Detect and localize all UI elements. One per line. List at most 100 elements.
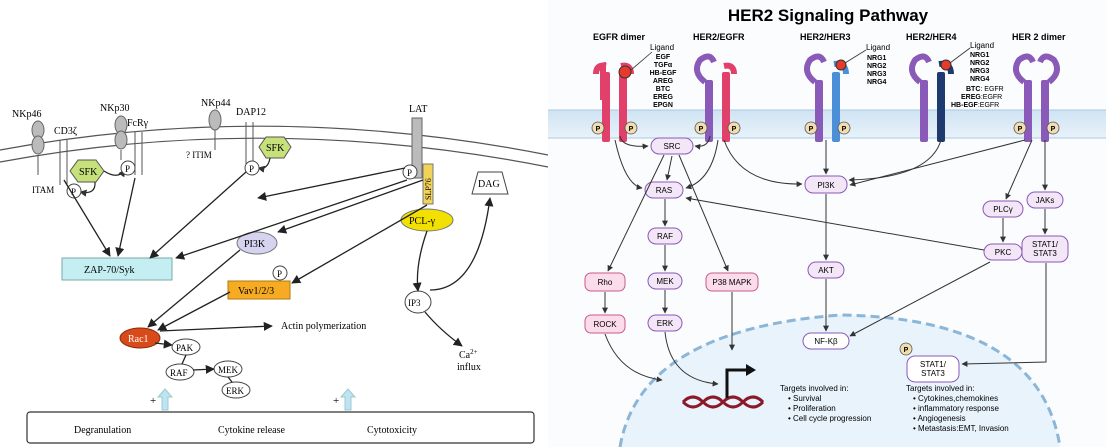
node-mek-label: MEK — [656, 277, 674, 286]
nkp46-receptor: NKp46 — [12, 109, 45, 175]
sfk-right — [258, 136, 292, 159]
node-erk — [647, 314, 683, 332]
her3-ligand-2: NRG3 — [867, 71, 887, 78]
node-pi3k-label: PI3K — [817, 181, 835, 190]
hdr-egfr-dimer: EGFR dimer — [593, 32, 646, 42]
nkp30-label: NKp30 — [100, 103, 129, 114]
node-rho — [584, 272, 626, 292]
vav-box — [227, 280, 291, 300]
erk-left-node — [221, 381, 251, 399]
targets-right-heading: Targets involved in: — [906, 384, 974, 393]
itim-label: ? ITIM — [186, 150, 212, 160]
her4-ligand-1: NRG2 — [970, 60, 990, 67]
dap12-label: DAP12 — [236, 107, 266, 118]
sfk-left-label: SFK — [79, 167, 98, 178]
p-r3: P — [699, 126, 704, 133]
targets-left-item-2: • Cell cycle progression — [788, 414, 871, 423]
plcg-label: PCL-γ — [409, 216, 436, 227]
outcome-cytotoxicity: Cytotoxicity — [367, 425, 417, 436]
her4-ligand-label: Ligand — [970, 41, 994, 50]
targets-right-item-1: • inflammatory response — [913, 404, 1000, 413]
egfr-ligand-1: TGFα — [654, 62, 673, 69]
egfr-ligand-list: EGF TGFα HB-EGF AREG BTC EREG EPGN — [650, 54, 678, 109]
egfr-ligand-0: EGF — [656, 54, 671, 61]
node-mek — [647, 272, 683, 290]
nkp44-label: NKp44 — [201, 98, 230, 109]
node-pi3k — [804, 175, 848, 194]
her3-ligand-list: NRG1 NRG2 NRG3 NRG4 — [867, 55, 887, 86]
her4-extra-1: EREG:EGFR — [961, 94, 1002, 101]
lat-receptor: LAT P SLP76 PCL-γ — [400, 104, 454, 232]
rac1-label: Rac1 — [128, 334, 149, 345]
nkp30-receptor: NKp30 — [100, 103, 129, 160]
her4-ligand-0: NRG1 — [970, 52, 990, 59]
nkp44-receptor: NKp44 ? ITIM — [186, 98, 230, 160]
itam-label: ITAM — [32, 185, 54, 195]
actin-label: Actin polymerization — [281, 321, 366, 332]
zap70-label: ZAP-70/Syk — [84, 265, 135, 276]
her3-ligand-1: NRG2 — [867, 63, 887, 70]
p-r1: P — [596, 126, 601, 133]
node-raf — [647, 227, 683, 245]
node-akt — [807, 261, 845, 279]
hdr-her2-egfr: HER2/EGFR — [693, 32, 745, 42]
targets-left-item-0: • Survival — [788, 394, 822, 403]
node-nfkb — [802, 332, 850, 350]
raf-left-label: RAF — [170, 368, 188, 378]
dna-icon — [681, 364, 765, 409]
node-src — [650, 137, 694, 155]
p-r4: P — [732, 126, 737, 133]
her4-extra-0: BTC: EGFR — [966, 86, 1004, 93]
her2-her4-receptor — [908, 53, 954, 142]
pi3k-left-node — [236, 231, 278, 255]
her3-ligand-3: NRG4 — [867, 79, 887, 86]
her4-ligand-3: NRG4 — [970, 76, 990, 83]
plus-1: + — [150, 395, 156, 407]
targets-right-item-2: • Angiogenesis — [913, 414, 966, 423]
egfr-ligand-2: HB-EGF — [650, 70, 678, 77]
pak-left-label: PAK — [176, 343, 194, 353]
her3-ligand-0: NRG1 — [867, 55, 887, 62]
hdr-her2-dimer: HER 2 dimer — [1012, 32, 1066, 42]
her4-extra-2: HB-EGF:EGFR — [951, 102, 999, 109]
sfk-left — [69, 159, 105, 183]
egfr-ligand-3: AREG — [653, 78, 674, 85]
node-nfkb-label: NF-Kβ — [814, 337, 838, 346]
her4-ligand-2: NRG3 — [970, 68, 990, 75]
p-r8: P — [1051, 126, 1056, 133]
node-rho-label: Rho — [598, 278, 613, 287]
right-membrane — [548, 110, 1106, 138]
node-stat-top-label: STAT1/STAT3 — [1032, 240, 1059, 258]
up-arrow-1 — [156, 388, 174, 411]
zap70-box — [61, 257, 173, 281]
node-stat-nuc — [906, 355, 960, 383]
node-pkc-label: PKC — [995, 248, 1012, 257]
slp76-label: SLP76 — [424, 178, 433, 200]
node-stat-top — [1021, 235, 1069, 263]
ip3-label: IP3 — [408, 298, 421, 308]
p-left-1: P — [71, 187, 76, 197]
p-r6: P — [842, 126, 847, 133]
outcome-cytokine: Cytokine release — [218, 425, 285, 436]
right-arrows — [602, 135, 1048, 387]
p-r5: P — [809, 126, 814, 133]
targets-right-item-3: • Metastasis:EMT, Invasion — [913, 424, 1009, 433]
node-rock-label: ROCK — [593, 320, 617, 329]
egfr-ligand-6: EPGN — [653, 102, 673, 109]
erk-left-label: ERK — [226, 386, 245, 396]
sfk-right-label: SFK — [266, 143, 285, 154]
ca-label: Ca2+ — [459, 348, 478, 361]
hdr-her2-her3: HER2/HER3 — [800, 32, 851, 42]
fcry-label: FcRγ — [127, 118, 149, 129]
node-src-label: SRC — [664, 142, 681, 151]
node-plcg — [982, 200, 1024, 218]
right-panel: HER2 Signaling Pathway EGFR dimer HER2/E… — [548, 0, 1106, 447]
hdr-her2-her4: HER2/HER4 — [906, 32, 957, 42]
left-panel: NKp46 CD3ζ ITAM NKp30 FcRγ SFK P P — [0, 98, 549, 444]
targets-right: Targets involved in: • Cytokines,chemoki… — [906, 384, 1009, 433]
p-left-3: P — [249, 164, 254, 174]
plus-2: + — [333, 395, 339, 407]
targets-right-item-0: • Cytokines,chemokines — [913, 394, 998, 403]
cd3z-label: CD3ζ — [54, 126, 77, 137]
